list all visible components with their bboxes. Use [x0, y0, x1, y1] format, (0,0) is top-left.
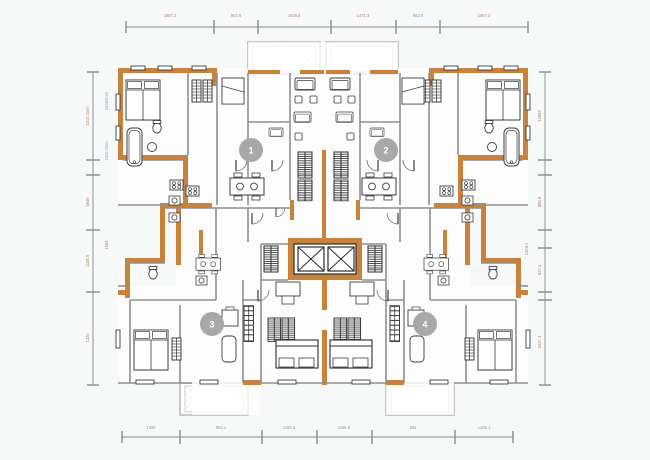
dimension-chain-bottom — [121, 430, 514, 444]
stair-right — [367, 245, 383, 273]
dim-left-inner-2: 1584 — [104, 240, 109, 250]
dim-top-1: 983.6 — [231, 13, 242, 18]
dim-right-inner-1: 1369.2 — [524, 242, 529, 255]
elevator-core — [257, 243, 389, 305]
dim-left-outer-2: 1188.5 — [85, 254, 90, 267]
dim-left-inner-0: 15462mm — [104, 91, 109, 110]
dimension-chain-right-outer — [538, 71, 552, 386]
unit-badge-3[interactable]: 3 — [200, 312, 224, 336]
unit-3-furniture — [133, 266, 319, 371]
dim-top-5: 1987.2 — [478, 13, 491, 18]
window-symbols — [115, 65, 531, 385]
dim-right-outer-2: 927.3 — [537, 264, 542, 275]
dim-right-outer-0: 12883 — [537, 110, 542, 122]
unit-badge-3-label: 3 — [209, 320, 214, 330]
dim-bottom-0: 1398 — [146, 425, 156, 430]
dimension-chain-top — [125, 20, 529, 34]
dim-bottom-3: 1186.9 — [338, 425, 351, 430]
dim-top-4-highlighted: 983.6 — [413, 13, 424, 18]
unit-badge-4[interactable]: 4 — [413, 312, 437, 336]
dim-top-0: 1987.2 — [164, 13, 177, 18]
unit-badge-2-label: 2 — [383, 146, 388, 156]
dim-right-outer-1: 988.8 — [537, 196, 542, 207]
unit-1-furniture — [125, 77, 265, 275]
unit-badge-2[interactable]: 2 — [374, 138, 398, 162]
dimension-labels-left-outer: 1010.2mm 5846 1188.5 1320 — [85, 106, 90, 343]
dim-bottom-4: 984 — [410, 425, 418, 430]
dim-top-2: 1639.5 — [288, 13, 301, 18]
dim-top-3: 1471.3 — [357, 13, 370, 18]
dimension-labels-right-outer: 12883 988.8 927.3 1637.4 — [537, 110, 542, 349]
dim-left-inner-1: 1610.2mm — [104, 141, 109, 161]
unit-badge-1-label: 1 — [248, 146, 253, 156]
dimension-labels-left-inner: 15462mm 1610.2mm 1584 — [104, 91, 109, 249]
dim-bottom-5: 1398.1 — [478, 425, 491, 430]
stair-left — [263, 245, 279, 273]
dimension-labels-top: 1987.2 983.6 1639.5 1471.3 983.6 1987.2 — [164, 13, 491, 18]
dim-left-outer-1: 5846 — [85, 197, 90, 207]
dimension-chain-left-outer — [86, 71, 100, 386]
unit-badge-4-label: 4 — [422, 320, 427, 330]
unit-2-furniture — [361, 77, 521, 275]
dim-left-outer-3: 1320 — [85, 333, 90, 343]
dim-bottom-1: 984.1 — [216, 425, 227, 430]
unit-badge-1[interactable]: 1 — [239, 138, 263, 162]
unit-badges: 1 2 3 4 — [200, 138, 437, 336]
interior-walls — [118, 73, 528, 384]
sink-icon — [147, 142, 157, 152]
dim-left-outer-0: 1010.2mm — [85, 106, 90, 126]
exterior-walls — [118, 68, 528, 385]
dim-bottom-2: 1186.9 — [283, 425, 296, 430]
dimension-labels-bottom: 1398 984.1 1186.9 1186.9 984 1398.1 — [146, 425, 491, 430]
dim-right-outer-3: 1637.4 — [537, 335, 542, 348]
sink-icon — [487, 142, 497, 152]
